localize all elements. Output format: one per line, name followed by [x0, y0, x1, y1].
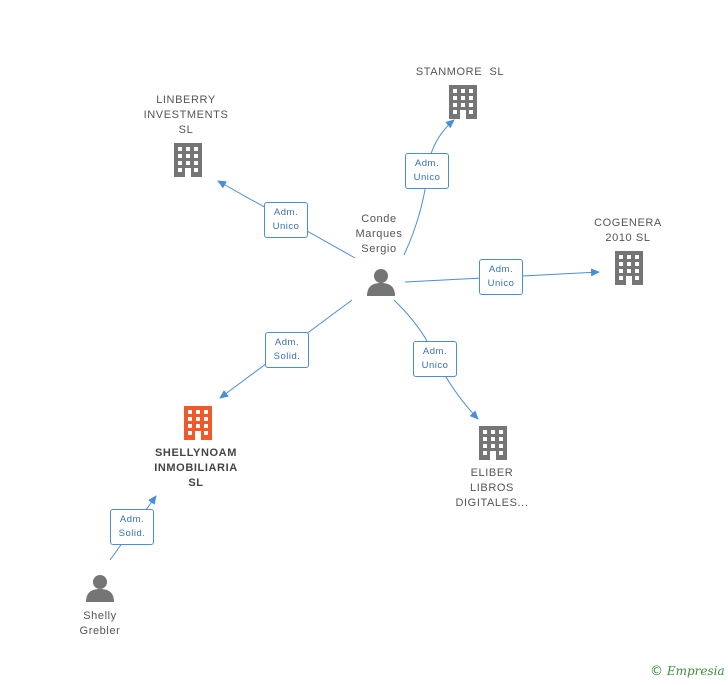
node-label-stanmore[interactable]: STANMORE SL — [415, 66, 505, 78]
edge-badge-stanmore: Adm. Unico — [405, 153, 449, 189]
node-label-conde[interactable]: Conde Marques Sergio — [355, 213, 403, 255]
building-icon-linberry[interactable] — [174, 143, 202, 177]
edge-badge-cogenera: Adm. Unico — [479, 259, 523, 295]
building-icon-eliber[interactable] — [479, 426, 507, 460]
empresia-credit[interactable]: © Empresia — [650, 664, 725, 679]
person-icon-shelly[interactable] — [86, 575, 114, 602]
empresia-brand: Empresia — [666, 664, 725, 678]
edge-badge-shelly: Adm. Solid. — [110, 509, 154, 545]
node-label-shellynoam[interactable]: SHELLYNOAM INMOBILIARIA SL — [154, 447, 238, 489]
edge-badge-eliber: Adm. Unico — [413, 341, 457, 377]
building-icon-cogenera[interactable] — [615, 251, 643, 285]
node-label-cogenera[interactable]: COGENERA 2010 SL — [594, 217, 662, 244]
edge-badge-linberry: Adm. Unico — [264, 202, 308, 238]
copyright-symbol: © — [650, 664, 663, 679]
node-label-eliber[interactable]: ELIBER LIBROS DIGITALES... — [455, 467, 529, 509]
node-label-linberry[interactable]: LINBERRY INVESTMENTS SL — [143, 94, 229, 136]
building-icon-shellynoam[interactable] — [184, 406, 212, 440]
person-icon-conde[interactable] — [367, 269, 395, 296]
building-icon-stanmore[interactable] — [449, 85, 477, 119]
edge-badge-shellynoam: Adm. Solid. — [265, 332, 309, 368]
node-label-shelly[interactable]: Shelly Grebler — [79, 610, 121, 637]
